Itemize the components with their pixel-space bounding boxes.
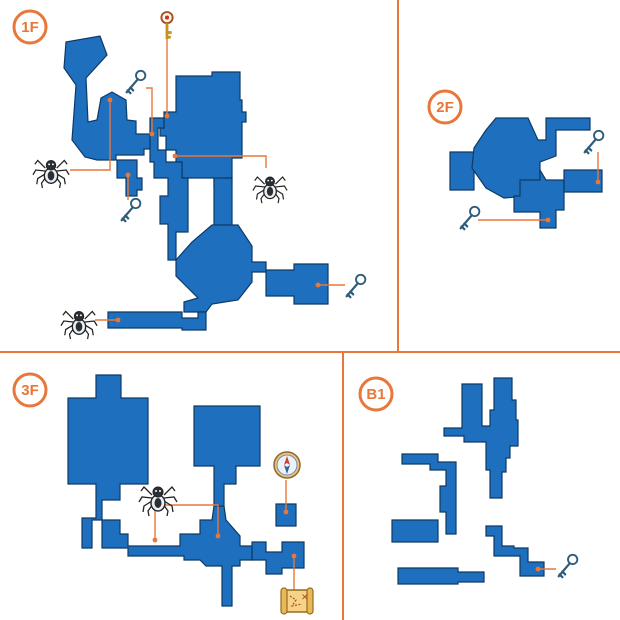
floor-b1-markers xyxy=(557,553,579,579)
floor-2f-links xyxy=(478,152,601,223)
floor-b1-rooms[interactable] xyxy=(391,377,545,585)
svg-text:1F: 1F xyxy=(21,19,39,36)
room-b1-west-room[interactable] xyxy=(391,519,439,543)
floor-2f-rooms[interactable] xyxy=(449,117,603,229)
key-icon xyxy=(345,273,367,299)
floor-b1-section: B1 xyxy=(358,376,579,585)
svg-text:B1: B1 xyxy=(366,386,385,403)
room-1f-east-spine[interactable] xyxy=(213,177,233,229)
key-icon xyxy=(120,197,142,223)
spider-icon xyxy=(60,310,98,340)
floor-b1-links xyxy=(535,566,556,572)
floor-2f-badge: 2F xyxy=(427,89,463,125)
floor-3f-links xyxy=(152,480,297,590)
room-1f-south-corridor[interactable] xyxy=(107,311,207,331)
room-1f-octagon-hall[interactable] xyxy=(175,224,267,313)
floor-3f-badge: 3F xyxy=(12,372,48,408)
floor-3f-rooms[interactable] xyxy=(67,374,305,607)
svg-text:2F: 2F xyxy=(436,99,454,116)
compass-icon xyxy=(273,451,301,479)
spider-icon xyxy=(138,486,178,517)
room-1f-central-shaft[interactable] xyxy=(149,117,189,261)
floor-1f-badge: 1F xyxy=(12,9,48,45)
key-icon xyxy=(583,129,605,155)
room-2f-octagon-hall[interactable] xyxy=(471,117,591,199)
key-icon xyxy=(459,205,481,231)
room-1f-winding-corridor[interactable] xyxy=(63,35,151,161)
floor-b1-badge: B1 xyxy=(358,376,394,412)
floor-2f-section: 2F xyxy=(427,89,605,231)
room-b1-southeast-passage[interactable] xyxy=(485,525,545,577)
spider-icon xyxy=(32,159,70,189)
floor-1f-rooms[interactable] xyxy=(63,35,329,331)
room-b1-south-hall[interactable] xyxy=(397,567,485,585)
svg-text:3F: 3F xyxy=(21,382,39,399)
floor-1f-section: 1F xyxy=(12,9,367,340)
gold-key-icon xyxy=(159,10,175,41)
floor-3f-section: 3F xyxy=(12,372,314,615)
room-3f-lower-corridor[interactable] xyxy=(101,505,253,607)
room-1f-west-alcove[interactable] xyxy=(116,159,143,197)
key-icon xyxy=(125,69,147,95)
room-3f-great-hall-west[interactable] xyxy=(67,374,149,549)
floor-1f-links xyxy=(70,28,345,323)
room-2f-east-room[interactable] xyxy=(563,169,603,193)
room-3f-small-chamber[interactable] xyxy=(275,503,297,527)
room-b1-west-passage[interactable] xyxy=(401,453,457,535)
room-3f-great-hall-east[interactable] xyxy=(193,405,261,507)
room-2f-southeast-passage[interactable] xyxy=(513,167,565,229)
key-icon xyxy=(557,553,579,579)
room-3f-southeast-room[interactable] xyxy=(251,541,305,575)
treasure-map-icon xyxy=(280,587,314,615)
spider-icon xyxy=(252,176,288,204)
room-b1-north-wing[interactable] xyxy=(443,377,519,499)
room-2f-west-entry[interactable] xyxy=(449,151,475,191)
room-1f-east-wing[interactable] xyxy=(265,263,329,305)
